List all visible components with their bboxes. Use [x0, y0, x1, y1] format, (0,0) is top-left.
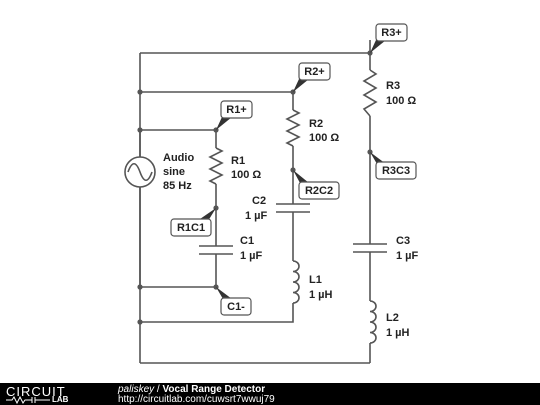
- sine-wave-icon: [127, 162, 153, 182]
- svg-text:R1+: R1+: [226, 104, 247, 116]
- capacitor-c2[interactable]: C2 1 µF: [245, 195, 310, 222]
- node-tag-r1c1[interactable]: R1C1: [170, 208, 216, 237]
- inductor-l2-coil-icon: [369, 300, 377, 344]
- capacitor-c3[interactable]: C3 1 µF: [353, 235, 419, 262]
- r3-value: 100 Ω: [386, 95, 416, 107]
- author-link[interactable]: paliskey: [118, 384, 155, 395]
- l1-name: L1: [309, 274, 322, 286]
- resistor-r1-zigzag-icon: [208, 147, 224, 185]
- tag-pointer-icon: [370, 152, 386, 164]
- inductor-l1[interactable]: L1 1 µH: [292, 260, 333, 304]
- node-tag-r1-plus[interactable]: R1+: [216, 100, 253, 130]
- wire-l1-bottom: [140, 303, 294, 323]
- resistor-r1[interactable]: R1 100 Ω: [208, 147, 261, 185]
- r2-name: R2: [309, 118, 323, 130]
- r1-value: 100 Ω: [231, 169, 261, 181]
- svg-text:R3+: R3+: [381, 27, 402, 39]
- r3-name: R3: [386, 80, 400, 92]
- tag-pointer-icon: [216, 287, 232, 299]
- node-tag-r2-plus[interactable]: R2+: [293, 62, 331, 92]
- r2-value: 100 Ω: [309, 132, 339, 144]
- svg-text:C1-: C1-: [227, 301, 245, 313]
- logo-wordmark-bottom: LAB: [52, 395, 69, 404]
- r1-name: R1: [231, 155, 245, 167]
- node-tag-r3-plus[interactable]: R3+: [370, 23, 408, 53]
- c1-name: C1: [240, 235, 254, 247]
- inductor-l1-coil-icon: [292, 260, 300, 304]
- junction-dot: [137, 319, 143, 325]
- svg-text:R3C3: R3C3: [382, 165, 410, 177]
- l2-value: 1 µH: [386, 327, 410, 339]
- logo-wordmark-top: CIRCUIT: [6, 384, 66, 399]
- resistor-r2[interactable]: R2 100 Ω: [285, 109, 339, 147]
- wires: [139, 40, 371, 364]
- tag-pointer-icon: [293, 170, 309, 183]
- junction-dot: [137, 284, 143, 290]
- source-waveform: sine: [163, 166, 185, 178]
- c2-name: C2: [252, 195, 266, 207]
- tag-pointer-icon: [216, 117, 232, 130]
- tag-pointer-icon: [293, 79, 309, 92]
- node-tag-r3c3[interactable]: R3C3: [370, 152, 417, 180]
- tag-pointer-icon: [200, 208, 216, 221]
- c3-value: 1 µF: [396, 250, 419, 262]
- source-frequency: 85 Hz: [163, 180, 192, 192]
- footer-bar: CIRCUIT LAB paliskey / Vocal Range Detec…: [0, 383, 540, 405]
- resistor-r3[interactable]: R3 100 Ω: [362, 69, 416, 117]
- source-name: Audio: [163, 152, 194, 164]
- resistor-r3-zigzag-icon: [362, 69, 378, 117]
- l2-name: L2: [386, 312, 399, 324]
- audio-sine-source[interactable]: Audio sine 85 Hz: [124, 152, 194, 192]
- capacitor-c1[interactable]: C1 1 µF: [199, 235, 263, 262]
- circuit-schematic: Audio sine 85 Hz R1 100 Ω R2 100 Ω R3 10…: [124, 23, 419, 364]
- svg-text:R2+: R2+: [304, 66, 325, 78]
- circuit-title[interactable]: Vocal Range Detector: [162, 384, 266, 395]
- svg-text:R1C1: R1C1: [177, 222, 205, 234]
- circuitlab-logo[interactable]: CIRCUIT LAB: [6, 384, 94, 404]
- l1-value: 1 µH: [309, 289, 333, 301]
- logo-circuit-trace-icon: [6, 396, 50, 404]
- c1-value: 1 µF: [240, 250, 263, 262]
- junction-dot: [137, 89, 143, 95]
- node-tag-c1-minus[interactable]: C1-: [216, 287, 252, 316]
- footer-attribution: paliskey / Vocal Range Detector: [118, 384, 265, 395]
- junction-dot: [137, 127, 143, 133]
- c2-value: 1 µF: [245, 210, 268, 222]
- c3-name: C3: [396, 235, 410, 247]
- svg-text:R2C2: R2C2: [305, 185, 333, 197]
- footer-separator: /: [154, 384, 163, 395]
- node-tag-r2c2[interactable]: R2C2: [293, 170, 340, 200]
- circuit-url[interactable]: http://circuitlab.com/cuwsrt7wwuj79: [118, 394, 275, 405]
- tag-pointer-icon: [370, 40, 386, 53]
- resistor-r2-zigzag-icon: [285, 109, 301, 147]
- inductor-l2[interactable]: L2 1 µH: [369, 300, 410, 344]
